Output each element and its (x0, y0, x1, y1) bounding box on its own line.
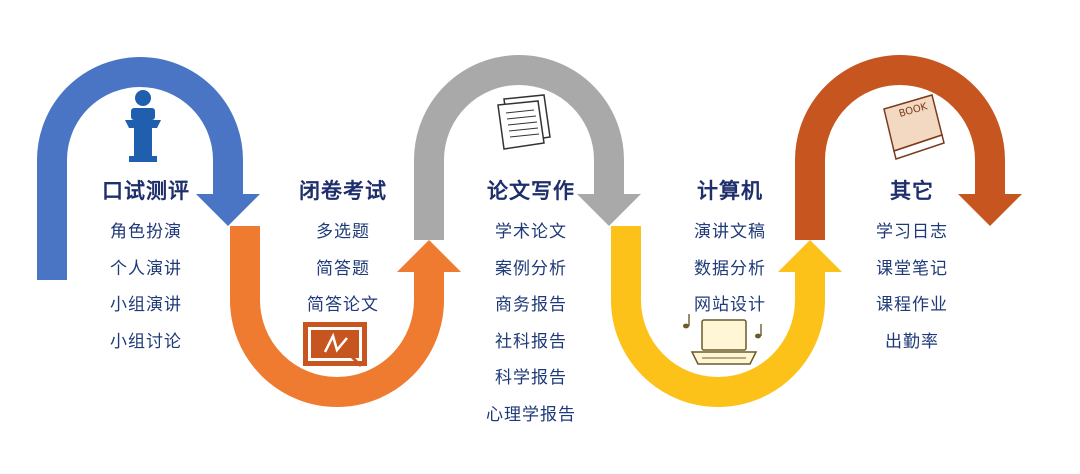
stage-item: 学术论文 (495, 222, 567, 242)
stage-item: 课堂笔记 (876, 258, 948, 279)
yellow-arch (611, 226, 825, 407)
stage-item: 学习日志 (876, 222, 948, 242)
paper-document-icon (497, 94, 551, 150)
stage-other: 其它 学习日志 课堂笔记 课程作业 出勤率 (827, 175, 997, 360)
stage-title: 闭卷考试 (299, 179, 387, 203)
chalkboard-icon (303, 322, 367, 368)
stage-title: 计算机 (697, 179, 763, 203)
blue-arrow-head (196, 194, 260, 226)
podium-speaker-icon (125, 90, 161, 162)
stage-title: 口试测评 (102, 179, 190, 203)
rust-arch (795, 55, 1005, 240)
gray-arrow-head (577, 194, 641, 226)
stage-item: 多选题 (316, 222, 370, 242)
orange-arrow-head (397, 240, 461, 272)
stage-item: 商务报告 (495, 295, 567, 315)
stage-item: 出勤率 (885, 331, 939, 352)
rust-arrow-head (958, 194, 1022, 226)
stage-item: 案例分析 (495, 258, 567, 279)
stage-item: 个人演讲 (110, 258, 182, 279)
stage-title: 其它 (890, 179, 934, 203)
stage-item: 课程作业 (876, 295, 948, 315)
stage-item: 数据分析 (694, 258, 766, 279)
stage-item: 心理学报告 (486, 404, 576, 425)
book-icon: BOOK (883, 94, 945, 160)
orange-arch (230, 226, 444, 407)
stage-item: 小组讨论 (110, 331, 182, 352)
stage-essay-writing: 论文写作 学术论文 案例分析 商务报告 社科报告 科学报告 心理学报告 (446, 175, 616, 433)
stage-title: 论文写作 (487, 179, 575, 203)
stage-item: 简答题 (316, 258, 370, 279)
stage-closed-book-exam: 闭卷考试 多选题 简答题 简答论文 (258, 175, 428, 324)
stage-item: 网站设计 (694, 295, 766, 315)
stage-item: 角色扮演 (110, 222, 182, 242)
blue-arch (37, 57, 243, 280)
stage-item: 科学报告 (495, 368, 567, 388)
yellow-arrow-head (778, 240, 842, 272)
laptop-music-icon (683, 314, 762, 365)
stage-item: 演讲文稿 (694, 222, 766, 242)
stage-item: 小组演讲 (110, 295, 182, 315)
stage-computer: 计算机 演讲文稿 数据分析 网站设计 (645, 175, 815, 324)
gray-arch (414, 55, 624, 240)
stage-item: 简答论文 (307, 295, 379, 315)
stage-oral-assessment: 口试测评 角色扮演 个人演讲 小组演讲 小组讨论 (61, 175, 231, 360)
stage-item: 社科报告 (495, 331, 567, 352)
